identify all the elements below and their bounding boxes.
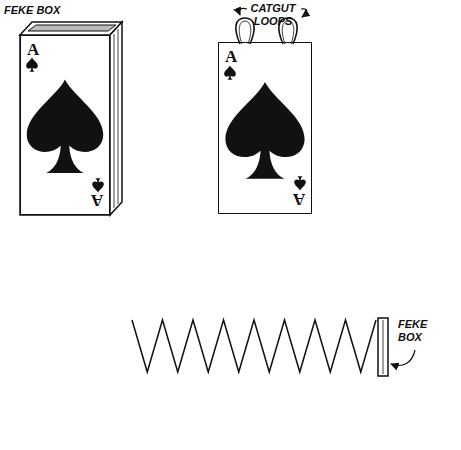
part-label: CATGUT LOOPS [250, 2, 296, 27]
card-index: A [27, 41, 39, 58]
leader-arrow [239, 8, 415, 365]
part-label: FEKE BOX [398, 318, 438, 343]
playing-card: AA [218, 42, 312, 214]
card-index: A [293, 191, 305, 208]
card-index: A [91, 192, 103, 209]
playing-card: AA [20, 35, 110, 215]
feke-box-drawing [20, 22, 122, 215]
zigzag-spring [132, 320, 376, 372]
card-index: A [225, 48, 237, 65]
spade-pips [26, 58, 306, 193]
feke-box-edge [378, 318, 388, 376]
feke-box-edge [383, 320, 384, 374]
zigzag-spring [132, 320, 376, 372]
part-label: FEKE BOX [4, 4, 94, 17]
card-face [218, 42, 312, 214]
